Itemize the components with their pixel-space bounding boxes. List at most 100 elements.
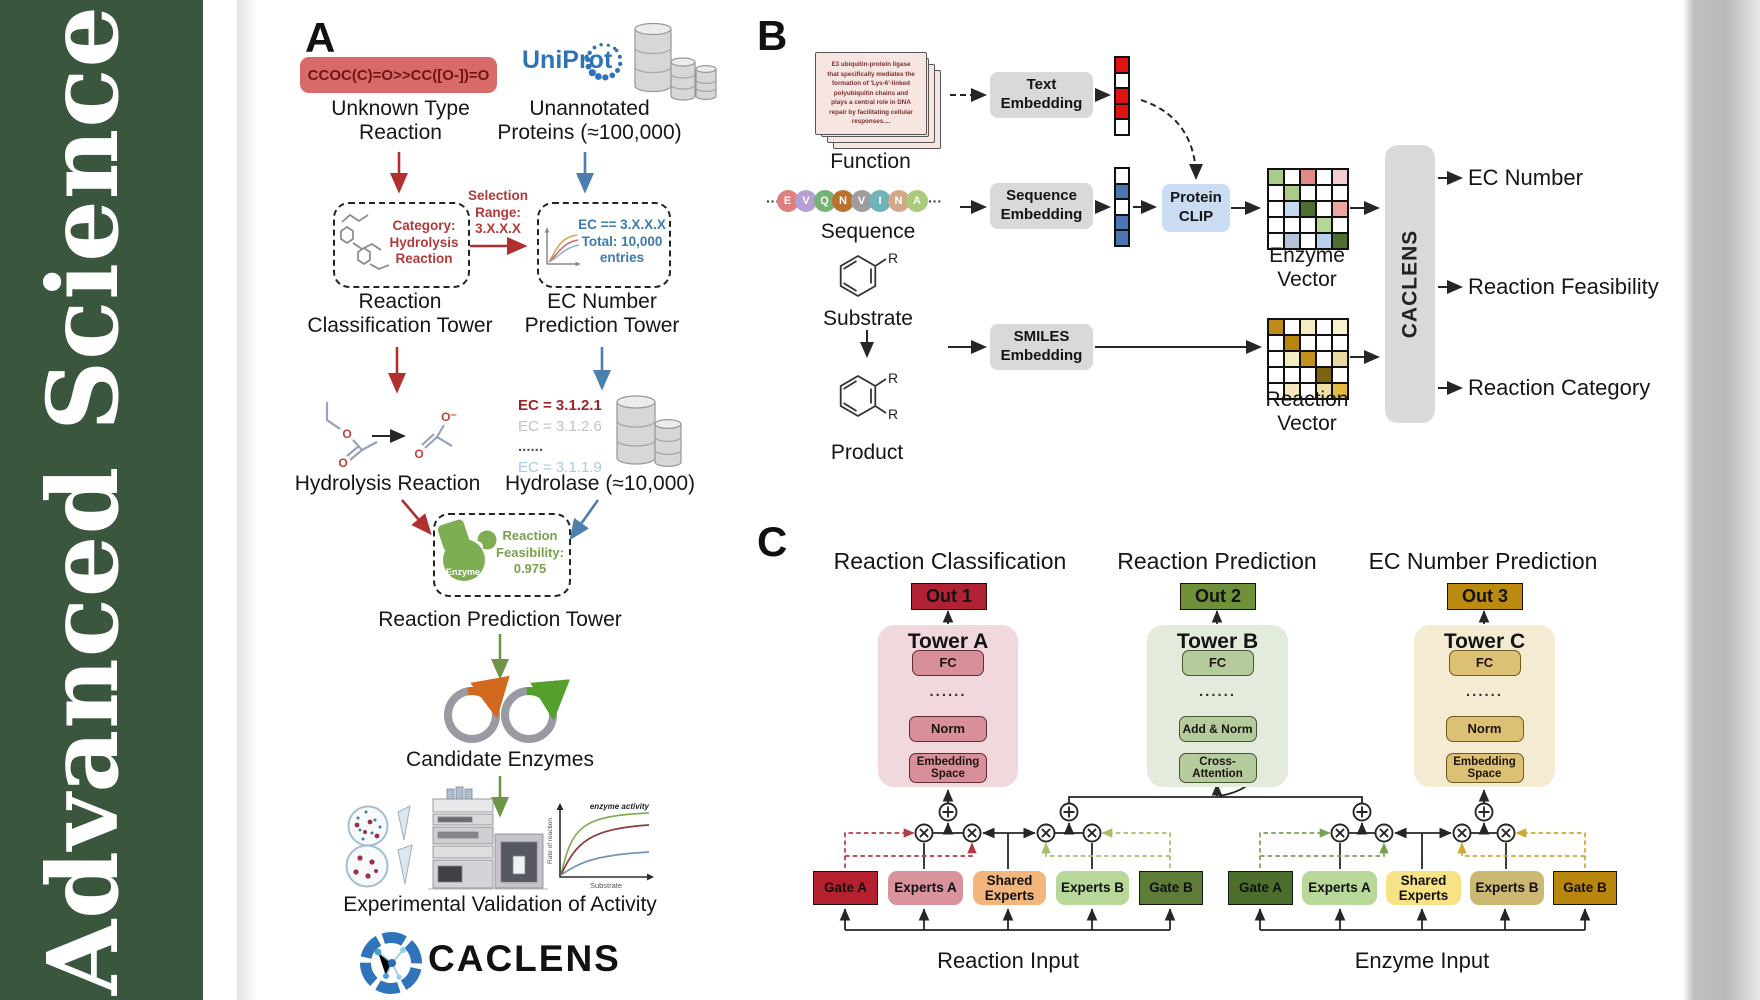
reaction-classification-dashed-box: [333, 202, 470, 288]
o-minus-atom: O⁻: [441, 410, 457, 424]
substrate-label: Substrate: [823, 307, 913, 330]
panel-b-arrows: [860, 171, 1463, 395]
panel-a-blue-arrows: [569, 152, 612, 541]
o-atom: O: [338, 456, 347, 470]
caclens-brand-text: CACLENS: [428, 938, 621, 979]
output-reaction-category: Reaction Category: [1468, 375, 1651, 400]
vector-cell: [1301, 234, 1315, 248]
gate-connections: [844, 828, 1586, 868]
sequence-residue: V: [795, 190, 817, 212]
sequence-residue: A: [906, 190, 928, 212]
function-label: Function: [830, 150, 911, 173]
gate-b-box: Gate B: [1139, 871, 1203, 905]
sequence-residue: N: [887, 190, 910, 212]
vector-cell: [1269, 170, 1283, 184]
ec-list-line: ......: [518, 438, 544, 456]
vector-cell: [1269, 320, 1283, 334]
vector-cell: [1269, 234, 1283, 248]
enzyme-vector-label: Enzyme Vector: [1269, 244, 1345, 291]
vector-cell: [1301, 320, 1315, 334]
hydrolase-label: Hydrolase (≈10,000): [504, 472, 696, 495]
vector-cell: [1301, 170, 1315, 184]
journal-spine: Advanced Science: [0, 0, 203, 1000]
vector-cell: [1317, 320, 1331, 334]
vector-cell: [1116, 89, 1128, 103]
ec-curves-icon: [544, 228, 580, 267]
out-2-box: Out 2: [1180, 583, 1256, 610]
enzyme-icon-label: Enzyme: [446, 567, 480, 577]
panel-c-label: C: [757, 518, 788, 565]
experts-a-box: Experts A: [888, 871, 963, 905]
vector-cell: [1301, 186, 1315, 200]
vector-cell: [1116, 104, 1128, 118]
vector-cell: [1116, 231, 1128, 245]
kinetics-ylabel: Rate of reaction: [547, 818, 554, 864]
vector-cell: [1301, 384, 1315, 398]
vector-cell: [1285, 170, 1299, 184]
unannotated-db-icon: [634, 22, 717, 101]
candidate-enzymes-label: Candidate Enzymes: [406, 748, 594, 771]
ec-list-line: EC = 3.1.1.9: [518, 459, 602, 477]
experts-b-box: Experts B: [1056, 871, 1129, 905]
tower-a-title: Tower A: [907, 630, 989, 653]
hplc-instrument-icon: [428, 786, 548, 890]
vector-cell: [1285, 336, 1299, 350]
page-edge-shadow-left: [237, 0, 257, 1000]
hydrolase-db-icon: [616, 395, 682, 467]
vector-cell: [1317, 218, 1331, 232]
vector-cell: [1317, 352, 1331, 366]
vector-cell: [1269, 218, 1283, 232]
tower-c-fc: FC: [1448, 650, 1521, 676]
output-ec-number: EC Number: [1468, 165, 1583, 190]
petri-dish-icons: [345, 805, 413, 888]
vector-cell: [1269, 186, 1283, 200]
experimental-validation-label: Experimental Validation of Activity: [343, 893, 657, 916]
tower-b-dots: ......: [1198, 683, 1236, 700]
o-atom: O: [342, 427, 351, 441]
vector-cell: [1301, 202, 1315, 216]
sequence-residue: N: [832, 190, 854, 212]
output-reaction-feasibility: Reaction Feasibility: [1468, 274, 1659, 299]
page-edge-shadow-right: [1683, 0, 1760, 1000]
reaction-input-label: Reaction Input: [937, 948, 1079, 973]
ellipsis: ···: [928, 193, 942, 209]
section-title-reaction-classification: Reaction Classification: [833, 547, 1067, 574]
hydrolysis-reaction-label: Hydrolysis Reaction: [294, 472, 481, 495]
vector-cell: [1301, 368, 1315, 382]
out-1-box: Out 1: [911, 583, 987, 610]
vector-cell: [1285, 218, 1299, 232]
vector-cell: [1333, 368, 1347, 382]
vector-cell: [1333, 218, 1347, 232]
tower-b-title: Tower B: [1176, 630, 1259, 653]
r-label: R: [888, 406, 898, 422]
acetate-molecule: [421, 424, 453, 449]
substrate-molecule: [839, 254, 887, 298]
vector-cell: [1317, 336, 1331, 350]
ester-molecule: [325, 402, 378, 461]
gate-a-box: Gate A: [813, 871, 878, 905]
ec-prediction-dashed-box: [537, 202, 671, 288]
vector-cell: [1269, 384, 1283, 398]
vector-cell: [1317, 202, 1331, 216]
vector-cell: [1333, 384, 1347, 398]
vector-cell: [1301, 218, 1315, 232]
product-molecule: [839, 374, 887, 418]
out-3-box: Out 3: [1447, 583, 1523, 610]
vector-cell: [1317, 234, 1331, 248]
vector-cell: [1116, 58, 1128, 72]
o-atom: O: [414, 447, 423, 461]
